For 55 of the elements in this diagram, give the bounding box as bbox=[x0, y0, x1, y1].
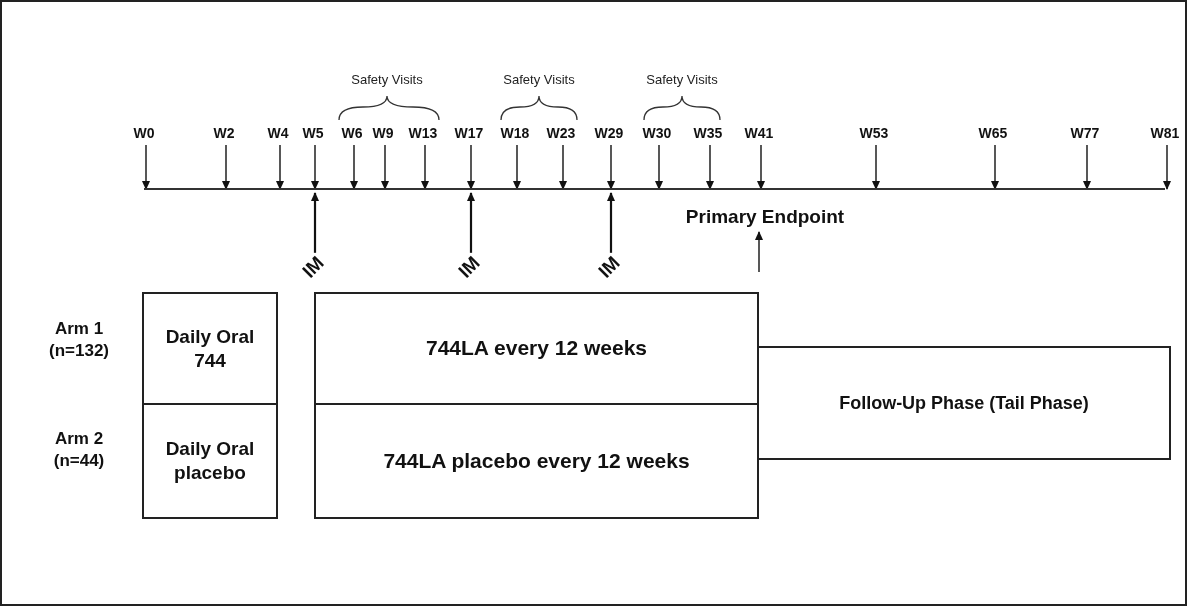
arrow bbox=[757, 144, 765, 190]
week-label: W65 bbox=[978, 125, 1008, 141]
week-label: W5 bbox=[302, 125, 324, 141]
week-label: W9 bbox=[372, 125, 394, 141]
week-label: W4 bbox=[267, 125, 289, 141]
week-label: W13 bbox=[408, 125, 438, 141]
endpoint-label: Primary Endpoint bbox=[685, 206, 845, 228]
arrow bbox=[421, 144, 429, 190]
arrow bbox=[872, 144, 880, 190]
arrow bbox=[276, 144, 284, 190]
arrow bbox=[381, 144, 389, 190]
phase-box: Daily Oral 744 bbox=[142, 292, 278, 405]
phase-box: Follow-Up Phase (Tail Phase) bbox=[757, 346, 1171, 460]
week-label: W6 bbox=[341, 125, 363, 141]
arrow bbox=[350, 144, 358, 190]
week-label: W77 bbox=[1070, 125, 1100, 141]
week-label: W53 bbox=[859, 125, 889, 141]
arrow bbox=[142, 144, 150, 190]
arrow bbox=[655, 144, 663, 190]
week-label: W18 bbox=[500, 125, 530, 141]
week-label: W0 bbox=[133, 125, 155, 141]
week-label: W2 bbox=[213, 125, 235, 141]
injection-label: IM bbox=[454, 252, 484, 282]
injection-label: IM bbox=[298, 252, 328, 282]
arrow bbox=[706, 144, 714, 190]
arrow bbox=[222, 144, 230, 190]
week-label: W81 bbox=[1150, 125, 1180, 141]
week-label: W35 bbox=[693, 125, 723, 141]
safety-visits-label: Safety Visits bbox=[646, 72, 718, 87]
phase-box: 744LA every 12 weeks bbox=[314, 292, 759, 405]
arrow bbox=[467, 192, 475, 253]
arrow bbox=[1163, 144, 1171, 190]
injection-label: IM bbox=[594, 252, 624, 282]
week-label: W23 bbox=[546, 125, 576, 141]
week-label: W29 bbox=[594, 125, 624, 141]
timeline-axis bbox=[144, 188, 1165, 190]
arm-label: Arm 1 (n=132) bbox=[48, 318, 110, 363]
arrow bbox=[991, 144, 999, 190]
phase-box: Daily Oral placebo bbox=[142, 403, 278, 519]
arrow bbox=[513, 144, 521, 190]
arrow bbox=[607, 192, 615, 253]
arrow bbox=[755, 231, 763, 273]
arrow bbox=[559, 144, 567, 190]
week-label: W41 bbox=[744, 125, 774, 141]
arrow bbox=[311, 144, 319, 190]
arrow bbox=[467, 144, 475, 190]
safety-visits-label: Safety Visits bbox=[351, 72, 423, 87]
phase-box: 744LA placebo every 12 weeks bbox=[314, 403, 759, 519]
arm-label: Arm 2 (n=44) bbox=[52, 428, 106, 473]
arrow bbox=[311, 192, 319, 253]
safety-visits-label: Safety Visits bbox=[503, 72, 575, 87]
week-label: W30 bbox=[642, 125, 672, 141]
arrow bbox=[1083, 144, 1091, 190]
arrow bbox=[607, 144, 615, 190]
week-label: W17 bbox=[454, 125, 484, 141]
